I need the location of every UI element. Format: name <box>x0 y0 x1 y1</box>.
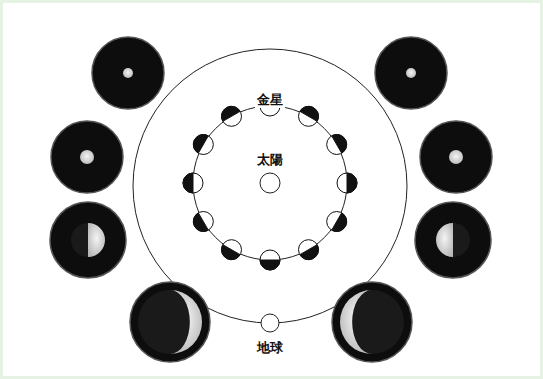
venus-dark-half <box>300 106 319 121</box>
venus-lit-half <box>260 250 280 270</box>
venus-position <box>260 250 280 270</box>
phase-view <box>50 202 126 278</box>
venus-lit-half <box>193 135 213 155</box>
venus-lit-half <box>299 106 319 126</box>
venus-lit-part <box>340 290 372 354</box>
phase-view <box>51 121 123 193</box>
venus-position <box>337 173 357 193</box>
telescope-field <box>92 37 164 109</box>
venus-lit-half <box>337 173 357 193</box>
phase-view <box>130 282 210 362</box>
venus-lit-half <box>327 135 347 155</box>
venus-dark-half <box>332 135 347 154</box>
venus-lit-half <box>193 212 213 232</box>
label-text: 太陽 <box>255 152 285 168</box>
venus-dark-half <box>183 173 193 193</box>
venus-dark-half <box>193 213 208 232</box>
venus-position <box>327 212 347 232</box>
venus-dark-half <box>222 106 241 121</box>
telescope-field <box>415 202 491 278</box>
venus-night-side <box>436 223 470 257</box>
venus-lit-part <box>170 290 202 354</box>
venus-dark-half <box>332 213 347 232</box>
sun-circle <box>260 173 280 193</box>
venus-lit-half <box>183 173 203 193</box>
venus-position <box>193 135 213 155</box>
telescope-field <box>130 282 210 362</box>
venus-position <box>327 135 347 155</box>
venus-night-side <box>71 223 105 257</box>
venus-lit-part <box>436 223 453 257</box>
venus-lit-half <box>299 240 319 260</box>
venus-position <box>183 173 203 193</box>
venus-disk <box>406 68 416 78</box>
telescope-field <box>50 202 126 278</box>
venus-night-side <box>138 290 202 354</box>
venus-disk <box>80 150 94 164</box>
phase-view <box>375 37 447 109</box>
venus-lit-half <box>222 106 242 126</box>
venus-dark-half <box>300 245 319 260</box>
venus-dark-half <box>222 245 241 260</box>
venus-night-side <box>340 290 404 354</box>
telescope-field <box>332 282 412 362</box>
venus-lit-half <box>222 240 242 260</box>
venus-dark-half <box>347 173 357 193</box>
venus-position <box>222 240 242 260</box>
phase-view <box>92 37 164 109</box>
venus-lit-half <box>327 212 347 232</box>
venus-disk <box>123 68 133 78</box>
phase-view <box>420 121 492 193</box>
telescope-field <box>51 121 123 193</box>
venus-position <box>222 106 242 126</box>
venus-position <box>299 240 319 260</box>
phase-view <box>415 202 491 278</box>
venus-dark-half <box>260 260 280 270</box>
label-text: 地球 <box>255 340 285 356</box>
phase-view <box>332 282 412 362</box>
venus-orbit <box>193 106 347 260</box>
venus-position <box>299 106 319 126</box>
venus-position <box>193 212 213 232</box>
venus-disk <box>449 150 463 164</box>
telescope-field <box>420 121 492 193</box>
telescope-field <box>375 37 447 109</box>
earth-circle <box>261 314 279 332</box>
venus-lit-part <box>88 223 105 257</box>
label-text: 金星 <box>255 92 285 108</box>
venus-dark-half <box>193 135 208 154</box>
